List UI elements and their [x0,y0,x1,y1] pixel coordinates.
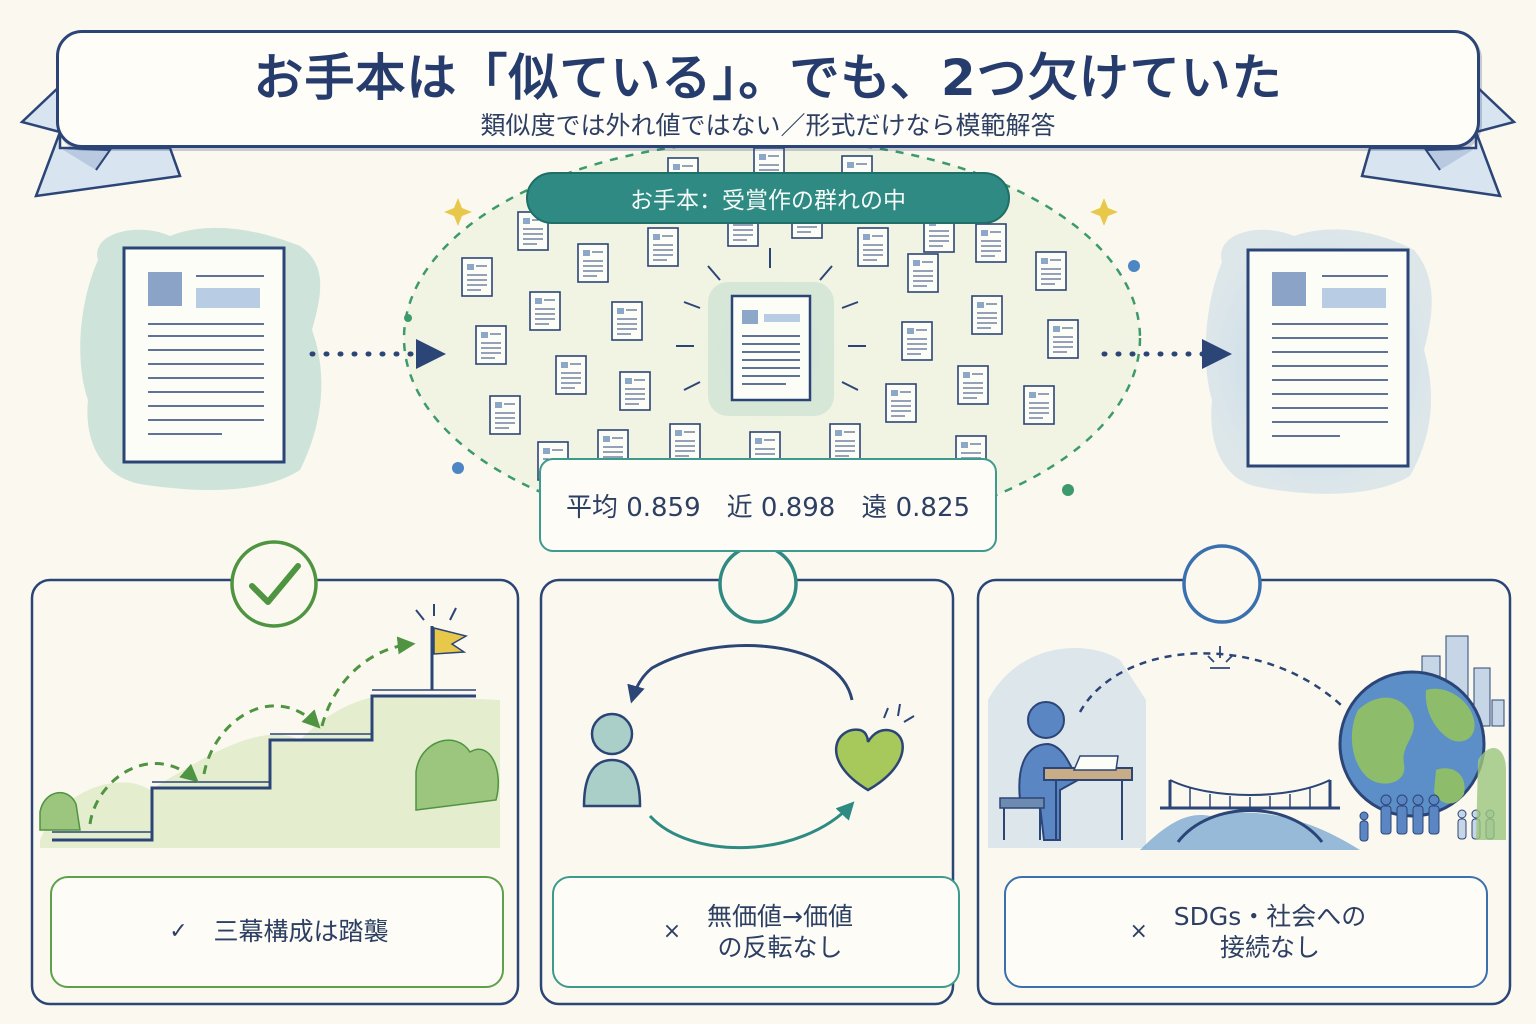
empty-circle-icon [718,544,798,624]
heart-icon [835,703,915,792]
person-icon [582,712,642,808]
stat-average: 平均 0.859 [565,492,701,523]
panel-text-line1: SDGs・社会への [1173,901,1367,931]
panel-text-line1: 無価値→価値 [707,901,853,931]
cross-mark: × [662,919,682,945]
panel-text-line2: 接続なし [1219,933,1320,962]
checkmark-circle-icon [230,540,318,628]
value-reversal-illustration [582,644,915,849]
panel-label-reversal: × 無価値→価値 の反転なし [552,876,960,988]
sparkle-icon [444,198,472,226]
similarity-stats: 平均 0.859 近 0.898 遠 0.825 [539,458,997,552]
cluster-label: お手本：受賞作の群れの中 [526,172,1010,224]
stairs-illustration [39,604,500,848]
panel-label-society: × SDGs・社会への 接続なし [1004,876,1488,988]
source-document-icon [80,227,322,491]
empty-circle-icon [1182,544,1262,624]
model-document-icon [676,248,866,430]
stat-near: 近 0.898 [726,492,836,523]
sparkle-icon [1090,198,1118,226]
panel-text-line2: の反転なし [717,933,843,962]
page-title: お手本は「似ている」。でも、2つ欠けていた [253,49,1283,107]
page-subtitle: 類似度では外れ値ではない／形式だけなら模範解答 [480,111,1056,140]
globe-icon [1338,670,1486,818]
panel-text: 三幕構成は踏襲 [213,917,389,947]
cross-mark: × [1129,919,1148,945]
bridge-icon [1140,779,1360,850]
ribbon-left-tail [19,83,182,198]
title-banner [56,30,1480,148]
society-connection-illustration [988,635,1506,850]
panel-label-structure: ✓ 三幕構成は踏襲 [50,876,504,988]
writer-icon [999,701,1133,841]
output-document-icon [1205,229,1432,494]
stat-far: 遠 0.825 [861,492,971,523]
check-mark: ✓ [169,919,188,945]
